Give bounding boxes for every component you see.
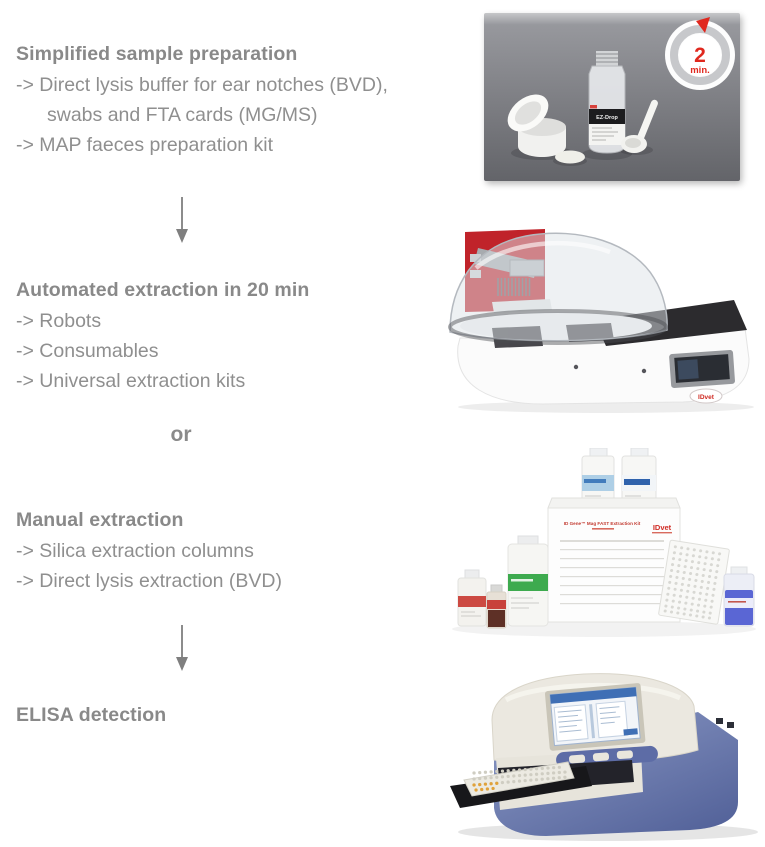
sample-prep-photo: EZ-Drop 2 min. [484, 13, 740, 181]
reader-buttons [556, 745, 658, 768]
blue-liquid-bottle [723, 566, 755, 627]
tray-microplate [463, 761, 575, 797]
bullet-line: -> Direct lysis extraction (BVD) [16, 570, 283, 592]
kit-illustration: ID Gene™ Mag FAST Extraction Kit IDvet [452, 448, 756, 637]
kit-box: ID Gene™ Mag FAST Extraction Kit IDvet [547, 497, 681, 623]
two-min-badge: 2 min. [665, 17, 735, 90]
robot-dome [449, 232, 668, 342]
extraction-robot-photo: IDvet [448, 226, 765, 416]
reader-screen [544, 683, 646, 751]
step-sample-preparation: Simplified sample preparation -> Direct … [16, 40, 388, 160]
step-title: ELISA detection [16, 704, 167, 726]
reagent-vial [486, 584, 507, 629]
wash-bottle-1 [581, 448, 615, 509]
bullet-line-wrap: swabs and FTA cards (MG/MS) [47, 104, 318, 126]
reagent-bottle-small [457, 569, 487, 627]
down-arrow [174, 197, 190, 243]
flip-cap [507, 94, 566, 157]
bullet-line: -> Consumables [16, 340, 159, 362]
bullet-line: -> Robots [16, 310, 102, 332]
idvet-logo: IDvet [689, 388, 723, 404]
well-plate [658, 539, 730, 625]
bullet-list: -> Silica extraction columns -> Direct l… [16, 536, 282, 596]
bottle-label: EZ-Drop [596, 115, 618, 121]
badge-value: 2 [694, 44, 706, 67]
idvet-logo-text: IDvet [698, 394, 715, 401]
front-screws [573, 364, 647, 374]
dome-rim [448, 309, 668, 345]
reagent-bottle-medium [507, 535, 549, 627]
lysis-buffer-bottle: EZ-Drop [588, 51, 626, 154]
bullet-line: -> Silica extraction columns [16, 540, 254, 562]
top-highlight [504, 682, 682, 703]
or-connector: or [170, 423, 192, 446]
kit-logo-text: IDvet [653, 523, 672, 532]
step-title: Automated extraction in 20 min [16, 279, 310, 301]
robot-illustration: IDvet [448, 229, 754, 413]
elisa-reader-photo [436, 660, 765, 847]
bullet-line: -> Universal extraction kits [16, 370, 246, 392]
bullet-line: -> MAP faeces preparation kit [16, 134, 274, 156]
step-title: Simplified sample preparation [16, 43, 298, 65]
sample-prep-illustration: EZ-Drop 2 min. [484, 13, 740, 181]
reader-illustration [450, 673, 758, 841]
step-elisa-detection: ELISA detection [16, 701, 166, 729]
step-manual-extraction: Manual extraction -> Silica extraction c… [16, 506, 282, 596]
badge-unit: min. [690, 65, 710, 76]
step-automated-extraction: Automated extraction in 20 min -> Robots… [16, 276, 309, 396]
bullet-list: -> Robots -> Consumables -> Universal ex… [16, 306, 309, 396]
sample-disc [555, 150, 585, 164]
kit-box-title: ID Gene™ Mag FAST Extraction Kit [564, 521, 641, 526]
extraction-kit-photo: ID Gene™ Mag FAST Extraction Kit IDvet [444, 448, 765, 640]
clock-arrow-icon [696, 17, 710, 33]
side-ports [716, 718, 734, 728]
down-arrow [174, 625, 190, 671]
bullet-line: -> Direct lysis buffer for ear notches (… [16, 74, 388, 96]
bullet-list: -> Direct lysis buffer for ear notches (… [16, 70, 388, 160]
dome-highlight [474, 240, 611, 270]
sampling-spoon [621, 99, 658, 153]
robot-touchscreen [669, 350, 735, 388]
step-title: Manual extraction [16, 509, 184, 531]
kit-label-table [560, 540, 664, 605]
